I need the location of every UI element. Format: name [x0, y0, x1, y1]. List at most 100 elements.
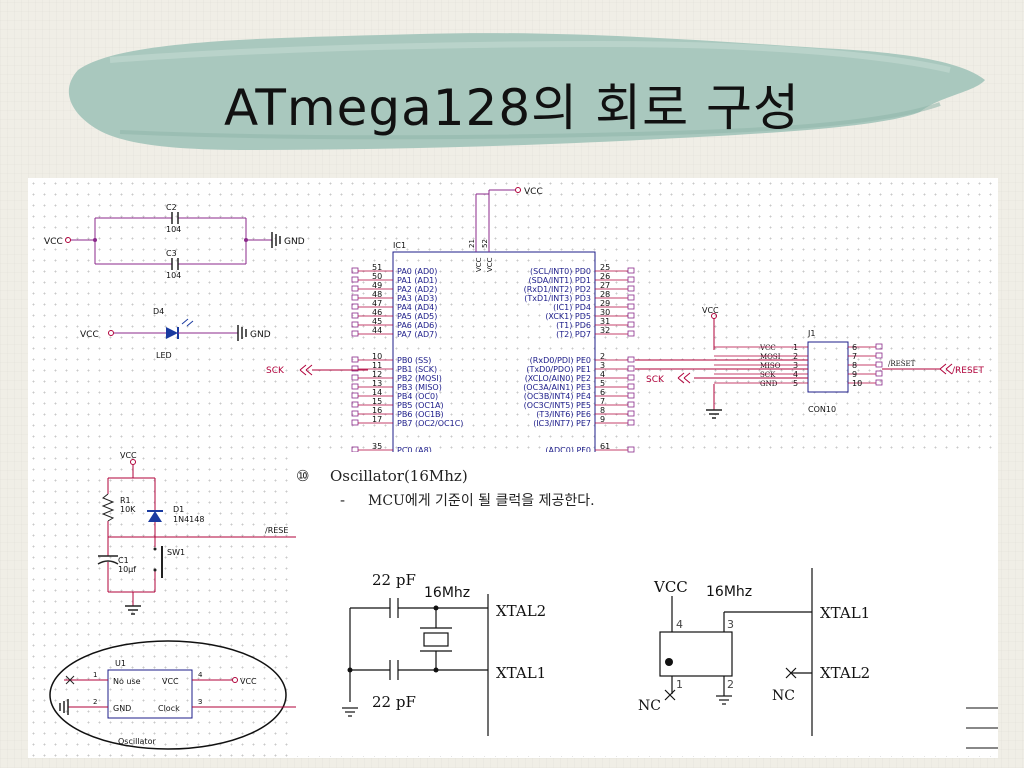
note-marker: ⑩: [296, 467, 309, 485]
osc-pin2: 2: [727, 678, 734, 691]
j1-right-pin: 7: [852, 352, 857, 361]
ic1-left-pin-number: 12: [372, 370, 382, 379]
ic1-right-pin-name: (SCL/INT0) PD0: [530, 267, 591, 276]
ic1-right-pin-name: (T3/INT6) PE6: [536, 410, 591, 419]
osc-nc-right: NC: [772, 688, 795, 704]
ic1-right-pin-number: 7: [600, 397, 605, 406]
ic1-ref: IC1: [393, 241, 406, 250]
j1-reset-out: /RESET: [952, 366, 984, 376]
ic1-left-pin-number: 13: [372, 379, 382, 388]
ic1-left-pin-name: PB3 (MISO): [397, 383, 442, 392]
j1-signal-name: SCK: [760, 371, 776, 379]
sw1-ref: SW1: [167, 548, 185, 557]
j1-right-pin: 8: [852, 361, 857, 370]
u1-pin1: 1: [93, 671, 97, 679]
reset-vcc-label: VCC: [120, 451, 137, 460]
ic1-left-pin-number: 49: [372, 281, 382, 290]
ic1-left-pin-number: 15: [372, 397, 382, 406]
ic1-left-pin-name: PA5 (AD5): [397, 312, 437, 321]
ic1-left-pin-name: PB7 (OC2/OC1C): [397, 419, 463, 428]
osc-module-circuit: [659, 568, 813, 736]
osc-vcc-label: VCC: [653, 578, 688, 596]
ic1-right-pin-number: 31: [600, 317, 610, 326]
osc-pin3: 3: [727, 618, 734, 631]
ic1-right-pin-stub: [627, 410, 635, 417]
j1-right-pin: 10: [852, 379, 862, 388]
osc-xtal1: XTAL1: [820, 604, 870, 622]
ic1-right-pin-number: 2: [600, 352, 605, 361]
ic1-right-pin-name: (T1) PD6: [556, 321, 591, 330]
ic1-left-pin-number: 17: [372, 415, 382, 424]
ic1-right-pin-number: 4: [600, 370, 605, 379]
ic1-right-pin-number: 32: [600, 326, 610, 335]
j1-signal-name: GND: [760, 380, 778, 388]
j1-signal-name: MOSI: [760, 353, 781, 361]
ic1-right-pin-name: (IC3/INT7) PE7: [533, 419, 591, 428]
ic1-left-pin-number: 51: [372, 263, 382, 272]
u1-pin4-name: VCC: [162, 677, 179, 686]
sck-right-label: SCK: [646, 375, 665, 385]
ic1-left-pin-number: 44: [372, 326, 382, 335]
ic1-right-pin-number: 61: [600, 442, 610, 451]
u1-pin1-name: No use: [113, 677, 141, 686]
ic1-right-pin-number: 5: [600, 379, 605, 388]
d1-ref: D1: [173, 505, 184, 514]
crystal-freq: 16Mhz: [424, 585, 470, 601]
ic1-right-pin-number: 3: [600, 361, 605, 370]
ic1-left-pin-stub: [351, 383, 359, 390]
r1-ref: R1: [120, 496, 131, 505]
ic1-right-pin-name: (RxD0/PDI) PE0: [530, 356, 591, 365]
ic1-left-pin-stub: [351, 312, 359, 319]
ic1-left-pin-name: PB1 (SCK): [397, 365, 437, 374]
ic1-right-pin-name: (XCK1) PD5: [545, 312, 591, 321]
ic1-left-pin-number: 46: [372, 308, 382, 317]
ic1-right-pin-number: 25: [600, 263, 610, 272]
ic1-right-pin-number: 28: [600, 290, 610, 299]
j1-right-stub: [875, 361, 883, 368]
j1-right-stub: [875, 343, 883, 350]
j1-signal-pin: 3: [793, 361, 798, 370]
j1-reset-net: /RESET: [888, 360, 916, 368]
ic1-left-pin-stub: [351, 276, 359, 283]
ic1-left-pin-stub: [351, 285, 359, 292]
ic1-right-pin-stub: [627, 356, 635, 363]
ic1-left-pin-number: 50: [372, 272, 382, 281]
crystal-xtal1: XTAL1: [496, 664, 546, 682]
j1-right-stub: [875, 370, 883, 377]
u1-ref: U1: [115, 659, 126, 668]
ic1-left-pin-stub: [351, 267, 359, 274]
ic1-left-pin-name: PA0 (AD0): [397, 267, 437, 276]
ic1-left-pin-stub: [351, 294, 359, 301]
u1-pin4: 4: [198, 671, 203, 679]
ic1-right-pin-number: 8: [600, 406, 605, 415]
note-text: MCU에게 기준이 될 클럭을 제공한다.: [368, 493, 595, 509]
j1-vcc-label: VCC: [702, 306, 719, 315]
slide-rule-lines: [966, 707, 998, 749]
j1-signal-pin: 1: [793, 343, 798, 352]
ic1-right-pin-number: 9: [600, 415, 605, 424]
ic1-left-pin-name: PA7 (AD7): [397, 330, 437, 339]
ic1-right-pin-stub: [627, 312, 635, 319]
ic1-left-pin-number: 11: [372, 361, 382, 370]
ic1-right-pin-name: (IC1) PD4: [553, 303, 591, 312]
vcc-label-led: VCC: [80, 330, 99, 340]
ic1-right-pin-stub: [627, 392, 635, 399]
ic1-left-pin-number: 14: [372, 388, 382, 397]
ic1-right-pin-name: (TxD0/PDO) PE1: [526, 365, 591, 374]
ic1-left-pin-name: PB5 (OC1A): [397, 401, 444, 410]
ic1-right-pin-stub: [627, 446, 635, 453]
ic1-left-pin-name: PC0 (A8): [397, 446, 432, 455]
led-d4: VCC GND D4 LED: [80, 307, 271, 360]
j1-right-pin: 9: [852, 370, 857, 379]
ic1-left-pin-name: PA3 (AD3): [397, 294, 437, 303]
ic1-left-pin-number: 10: [372, 352, 382, 361]
ic1-left-pin-number: 47: [372, 299, 382, 308]
ic1-right-pin-name: (RxD1/INT2) PD2: [524, 285, 591, 294]
j1-part: CON10: [808, 405, 836, 414]
ic1-left-pin-stub: [351, 321, 359, 328]
j1-signal-name: MISO: [760, 362, 781, 370]
ic1-left-pin-stub: [351, 330, 359, 337]
oscillator-u1: U1 1 No use 2 GND VCC 4 VCC 3 Clock Osci…: [49, 640, 296, 750]
